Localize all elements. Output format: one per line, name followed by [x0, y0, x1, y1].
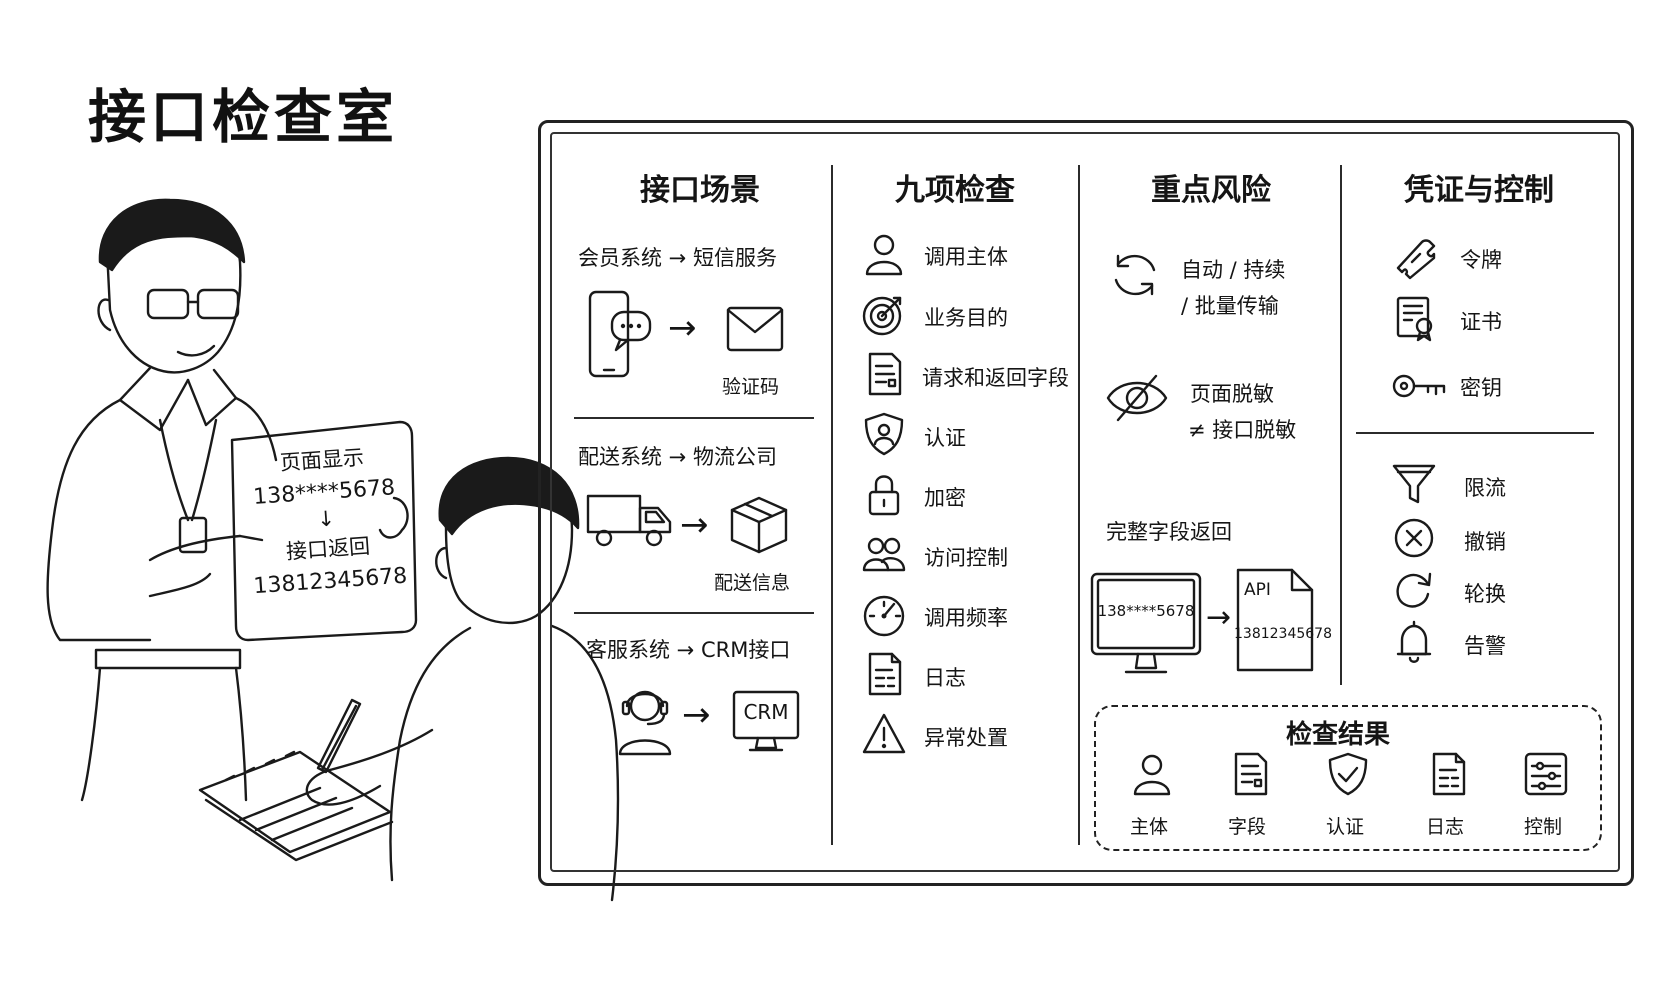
column-divider — [831, 165, 833, 845]
row-divider — [574, 612, 814, 614]
sign-board-illustration — [230, 420, 418, 642]
check-item-label: 认证 — [924, 426, 966, 450]
shield-check-icon — [1326, 752, 1370, 796]
result-label: 日志 — [1426, 816, 1465, 838]
certificate-icon — [1394, 296, 1438, 342]
result-label: 字段 — [1228, 816, 1267, 838]
users-icon — [862, 532, 906, 576]
result-label: 认证 — [1326, 816, 1365, 838]
truck-icon — [586, 492, 672, 548]
scenario-sms-label: 会员系统 → 短信服务 — [578, 246, 777, 270]
result-label: 主体 — [1130, 816, 1169, 838]
row-divider — [1356, 432, 1594, 434]
person-icon — [1130, 752, 1174, 796]
column-divider — [1340, 165, 1342, 685]
funnel-icon — [1392, 462, 1436, 506]
result-label: 控制 — [1524, 816, 1563, 838]
api-doc-label: API — [1244, 580, 1271, 600]
check-item-label: 日志 — [924, 666, 966, 690]
document-icon — [1228, 752, 1272, 796]
monitor-masked-number: 138****5678 — [1097, 602, 1195, 620]
credential-label: 密钥 — [1460, 376, 1502, 400]
crm-box-text: CRM — [743, 700, 789, 724]
x-circle-icon — [1392, 516, 1436, 560]
api-doc-number: 13812345678 — [1234, 626, 1332, 642]
presenter-illustration — [46, 198, 409, 802]
credential-label: 证书 — [1460, 310, 1502, 334]
scenario-logistics-label: 配送系统 → 物流公司 — [578, 445, 777, 469]
credential-label: 令牌 — [1460, 248, 1502, 272]
risk-full-return-label: 完整字段返回 — [1106, 520, 1232, 544]
check-item-label: 加密 — [924, 486, 966, 510]
document-icon — [862, 352, 906, 396]
flow-arrow-icon: → — [682, 695, 711, 735]
flow-arrow-icon: → — [1206, 600, 1232, 635]
masked-monitor-icon: 138****5678 — [1090, 572, 1202, 678]
scenario-crm-label: 客服系统 → CRM接口 — [586, 638, 791, 662]
key-icon — [1392, 368, 1446, 404]
control-label: 轮换 — [1464, 582, 1506, 606]
check-item-label: 请求和返回字段 — [922, 366, 1069, 390]
lock-icon — [862, 472, 906, 516]
gauge-icon — [862, 592, 906, 637]
risk-mask-line1: 页面脱敏 — [1190, 382, 1274, 406]
control-label: 撤销 — [1464, 530, 1506, 554]
person-icon — [862, 232, 906, 276]
check-item-label: 异常处置 — [924, 726, 1008, 750]
token-icon — [1394, 236, 1438, 280]
row-divider — [574, 417, 814, 419]
listener-illustration — [198, 456, 620, 902]
control-label: 限流 — [1464, 476, 1506, 500]
envelope-icon — [726, 306, 784, 352]
column-divider — [1078, 165, 1080, 845]
warning-icon — [862, 712, 906, 756]
rotate-icon — [1392, 568, 1436, 612]
risk-mask-line2: ≠ 接口脱敏 — [1188, 418, 1297, 442]
risk-auto-line1: 自动 / 持续 — [1181, 258, 1286, 282]
risk-auto-line2: / 批量传输 — [1181, 294, 1279, 318]
crm-monitor-icon: CRM — [732, 690, 800, 752]
scenarios-heading: 接口场景 — [640, 173, 760, 208]
check-item-label: 业务目的 — [924, 306, 1008, 330]
check-item-label: 访问控制 — [924, 546, 1008, 570]
sync-arrows-icon — [1108, 248, 1162, 302]
flow-arrow-icon: → — [668, 308, 697, 348]
sign-content: 页面显示 138****5678 ↓ 接口返回 13812345678 — [231, 438, 421, 600]
sliders-icon — [1524, 752, 1568, 796]
eye-slash-icon — [1106, 372, 1168, 424]
control-label: 告警 — [1464, 634, 1506, 658]
phone-chat-icon — [586, 290, 656, 380]
whiteboard-panel — [550, 132, 1620, 872]
checks-heading: 九项检查 — [895, 173, 1015, 208]
page-title: 接口检查室 — [88, 83, 399, 151]
bell-icon — [1392, 620, 1436, 664]
log-icon — [1426, 752, 1470, 796]
results-box — [1094, 705, 1602, 851]
api-document-icon: API 13812345678 — [1234, 568, 1332, 672]
results-heading: 检查结果 — [1286, 720, 1391, 750]
scenario-sms-caption: 验证码 — [722, 376, 780, 398]
headset-agent-icon — [614, 682, 676, 756]
controls-heading: 凭证与控制 — [1404, 173, 1554, 208]
check-item-label: 调用主体 — [924, 245, 1008, 269]
shield-user-icon — [862, 412, 906, 456]
whiteboard-frame — [538, 120, 1634, 886]
scenario-logistics-caption: 配送信息 — [714, 572, 791, 594]
log-icon — [862, 652, 906, 696]
flow-arrow-icon: → — [680, 505, 709, 545]
risks-heading: 重点风险 — [1151, 173, 1271, 208]
target-icon — [862, 292, 906, 336]
package-box-icon — [728, 494, 790, 556]
check-item-label: 调用频率 — [924, 606, 1008, 630]
